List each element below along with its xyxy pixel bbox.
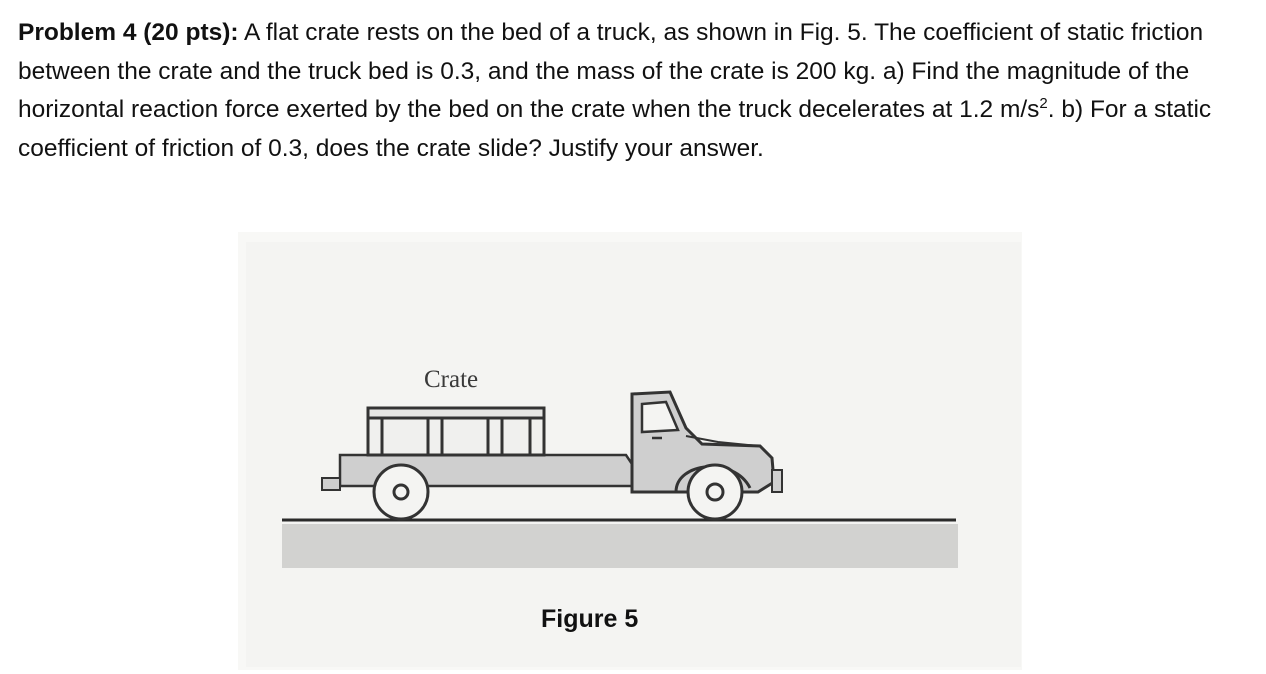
rear-bumper — [321, 477, 341, 491]
truck-figure: Crate Figure 5 — [238, 232, 1022, 670]
hood-line — [685, 435, 759, 447]
problem-text-part2: . b) For a static coefficient of frictio… — [18, 96, 1212, 162]
figure-caption: Figure 5 — [541, 605, 639, 633]
crate — [366, 406, 546, 457]
problem-heading: Problem 4 (20 pts): — [18, 19, 239, 46]
front-wheel — [686, 463, 744, 521]
rear-wheel — [372, 463, 430, 521]
exponent-superscript: 2 — [1039, 95, 1048, 112]
front-bumper — [771, 469, 783, 493]
problem-statement: Problem 4 (20 pts): A flat crate rests o… — [18, 14, 1258, 168]
truck-illustration — [238, 232, 1022, 670]
cab-window — [640, 400, 680, 434]
road-shading — [282, 524, 958, 568]
crate-label: Crate — [424, 366, 479, 393]
problem-text-part1: A flat crate rests on the bed of a truck… — [18, 19, 1204, 123]
